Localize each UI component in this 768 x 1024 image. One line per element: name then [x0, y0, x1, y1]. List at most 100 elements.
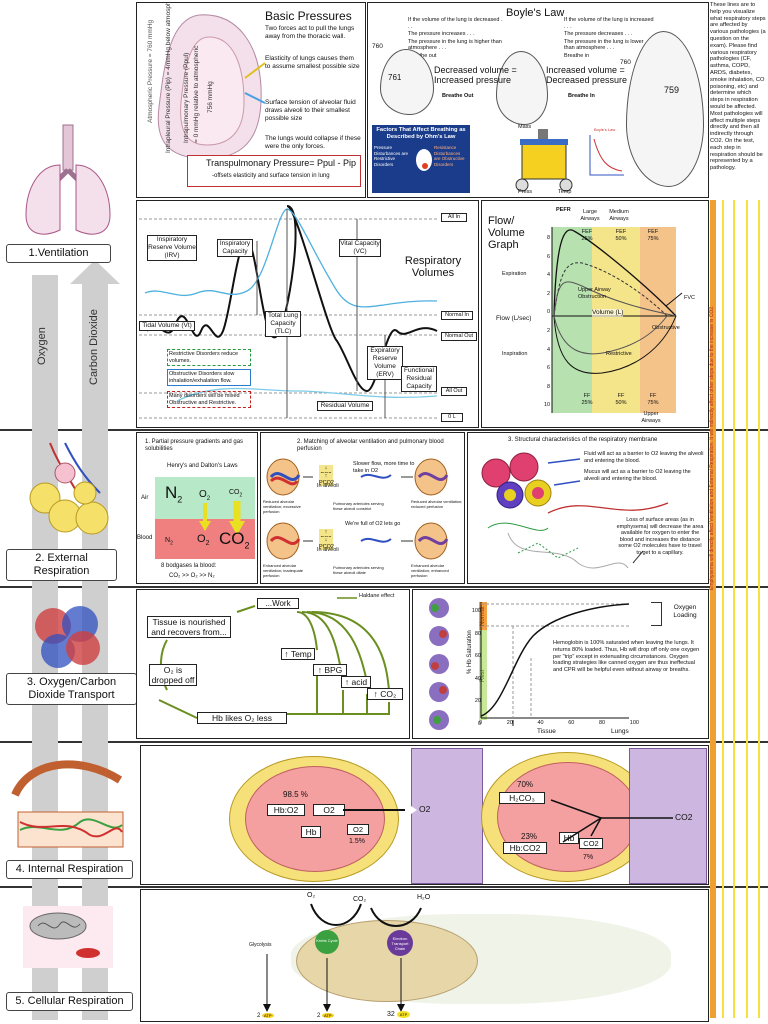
n2-blood: N2 [165, 537, 173, 547]
expiration-label: Expiration [502, 271, 527, 277]
mitochondria-icon [23, 906, 113, 968]
o2-small-box: O2 [347, 824, 369, 835]
vq-caption: Reduced alveolar ventilation; reduced pe… [411, 499, 463, 509]
co2-label: CO₂ [353, 896, 367, 903]
y-tick: 8 [546, 383, 550, 390]
obstructive-curve-label: Obstructive [652, 325, 680, 331]
atp-arrows [263, 954, 405, 1012]
o2-air: O2 [199, 489, 211, 502]
temp-box: ↑ Temp [281, 648, 315, 660]
y-tick: 2 [546, 327, 550, 334]
lungs-label: Lungs [611, 728, 629, 735]
stage-internal-label: 4. Internal Respiration [6, 860, 133, 879]
in-alveoli-label-top: In alveoli [317, 483, 339, 489]
etc-icon [387, 930, 413, 956]
large-airways-label: Large Airways [580, 209, 600, 222]
ventilation-perfusion-panel: 2. Matching of alveolar ventilation and … [260, 432, 465, 584]
nourished-box: Tissue is nourished and recovers from... [147, 616, 231, 638]
fef25-label: FEF 25% [581, 229, 593, 242]
plasma-left [245, 766, 385, 872]
y-tick: 80 [474, 630, 481, 637]
increased-volume-label: Increased volume = [546, 65, 625, 75]
o2-arrow [343, 809, 409, 811]
small-airway-band [640, 227, 676, 413]
factors-left-text: Pressure Disturbances are Restrictive Di… [374, 145, 409, 167]
partial-pressure-title: 1. Partial pressure gradients and gas so… [145, 439, 244, 452]
o2-co2-arcs [310, 903, 422, 927]
slower-flow-note: Slower flow, more time to take in O2 [353, 461, 415, 474]
tissue-label: Tissue [537, 728, 556, 735]
hbo2-box: Hb:O2 [267, 804, 305, 816]
intrapulmonary-pressure-value: = 0 mmHg relative to atmospheric [193, 45, 200, 143]
solubility-order: CO₂ >> O₂ >> N₂ [169, 573, 215, 579]
emphysema-note: Emphysema will directly affect Ventilati… [709, 305, 715, 590]
o2-box: O2 [313, 804, 345, 816]
atp-icon: ATP [396, 1011, 411, 1018]
tissue-cells-left [411, 748, 483, 884]
lung-small-icon [380, 49, 434, 115]
air-label: Air [141, 495, 149, 501]
pct-7-label: 7% [583, 854, 594, 861]
boyles-law-panel: Boyle's Law If the volume of the lung is… [367, 2, 709, 198]
atp-yield-etc: 32 ATP [387, 1011, 411, 1018]
pathology-line-orange [710, 200, 716, 1018]
fvc-label: FVC [684, 295, 695, 301]
flow-y-ticks: 8 6 4 2 0 2 4 6 8 10 [544, 229, 550, 415]
basic-pressures-panel: Basic Pressures Atmospheric Pressure = 7… [136, 2, 366, 198]
decreased-volume-label: Decreased volume = [434, 65, 517, 75]
pco2-up-box: ↑ PCO2 [319, 473, 334, 486]
tlc-box: Total Lung Capacity (TLC) [265, 311, 301, 337]
in-alveoli-label-bottom: In alveoli [317, 547, 339, 553]
vq-caption: Enhanced alveolar ventilation; inadequat… [263, 563, 304, 578]
surface-area-loss-note: Loss of surface areas (as in emphysema) … [616, 517, 704, 556]
boyle-mini-graph [589, 135, 624, 176]
sidebar-note: These lines are to help you visualize wh… [710, 2, 766, 172]
row-separator [0, 886, 768, 888]
alveoli-icon [29, 442, 109, 535]
lung-pressure-diagram [157, 14, 262, 160]
ic-box: Inspiratory Capacity [217, 239, 253, 257]
y-tick: 4 [546, 272, 550, 279]
n2-air: N2 [165, 483, 183, 505]
oxygen-loading-label: Oxygen Loading [673, 604, 697, 619]
atp-icon: ATP [322, 1013, 334, 1018]
vc-box: Vital Capacity (VC) [339, 239, 381, 257]
pathology-line-yellow [733, 200, 735, 1018]
y-tick: 4 [546, 346, 550, 353]
o2-blood: O2 [197, 533, 210, 548]
henry-dalton-subtitle: Henry's and Dalton's Laws [167, 463, 238, 469]
o2-out-label: O2 [419, 804, 431, 814]
normal-out-label: Normal Out [441, 332, 477, 341]
o2-label: O₂ [307, 892, 316, 899]
mucus-barrier-note: Mucus will act as a barrier to O2 leavin… [584, 469, 691, 482]
medium-airways-label: Medium Airways [609, 209, 629, 222]
arrow-icon [244, 62, 266, 104]
lung-center-icon [496, 51, 548, 125]
rv-box: Residual Volume [317, 401, 373, 411]
krebs-cycle-label: Krebs Cycle [316, 938, 338, 943]
flow-volume-chart [551, 227, 683, 413]
bullet: The pressure increases . . . [408, 31, 475, 37]
transpulmonary-box: Transpulmonary Pressure= Ppul - Pip -off… [187, 155, 361, 187]
x-tick: 100 [629, 720, 639, 726]
y-tick: 100 [471, 608, 481, 614]
mixed-note: Many disorders will be mixed Obstructive… [167, 391, 251, 408]
intrapulmonary-pressure-label: Intrapulmonary Pressure (Ppul) [183, 52, 190, 143]
h2co3-box: H₂CO₃ [499, 792, 545, 804]
pressure-761-label: 761 [388, 73, 402, 82]
pefr-label: PEFR [556, 207, 571, 213]
restrictive-curve-label: Restrictive [606, 351, 632, 357]
stage-cellular-label: 5. Cellular Respiration [6, 992, 133, 1011]
factors-title: Factors That Affect Breathing as Describ… [376, 127, 466, 140]
hemoglobin-icon [35, 606, 100, 668]
stage-transport-label: 3. Oxygen/Carbon Dioxide Transport [6, 673, 137, 705]
forces-text: Two forces act to pull the lungs away fr… [265, 25, 355, 40]
dissociation-y-ticks: 100 80 60 40 20 0 [471, 600, 481, 736]
upper-obstruction-label: Upper Airway Obstruction [578, 287, 611, 300]
o2-dropped-box: O₂ is dropped off [149, 664, 197, 686]
zero-liters-label: 0 L [441, 413, 463, 422]
bullet: If the volume of the lung is decreased .… [408, 17, 503, 30]
pct-70-label: 70% [517, 780, 534, 789]
arrow-up-icon [70, 260, 120, 284]
collapse-text: The lungs would collapse if these were t… [265, 135, 361, 150]
